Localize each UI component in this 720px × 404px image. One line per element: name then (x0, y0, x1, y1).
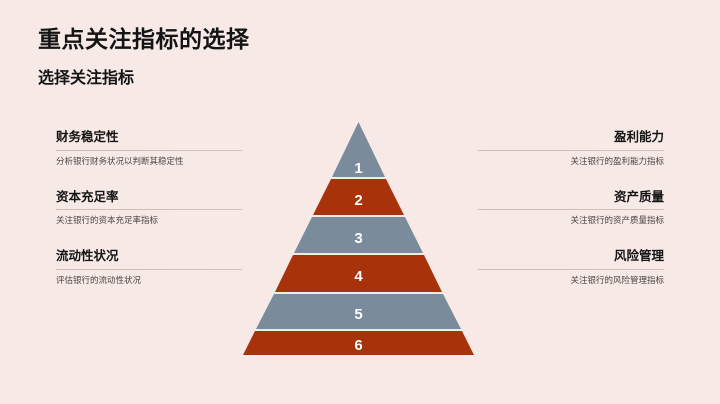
item-title: 资产质量 (613, 189, 664, 204)
list-item[interactable]: 资本充足率 关注银行的资本充足率指标 (56, 190, 242, 227)
page-subtitle: 选择关注指标 (38, 70, 135, 88)
item-description: 关注银行的盈利能力指标 (570, 155, 664, 166)
pyramid-level-3-number: 3 (354, 230, 362, 247)
left-label-column: 财务稳定性 分析银行财务状况以判断其稳定性 资本充足率 关注银行的资本充足率指标… (56, 130, 242, 286)
pyramid-level-2[interactable] (313, 179, 404, 215)
list-item[interactable]: 资产质量 关注银行的资产质量指标 (478, 190, 664, 227)
item-description: 关注银行的风险管理指标 (570, 274, 664, 285)
item-description: 评估银行的流动性状况 (56, 274, 142, 285)
list-item[interactable]: 盈利能力 关注银行的盈利能力指标 (478, 130, 664, 167)
divider (56, 209, 242, 211)
pyramid-level-5[interactable] (256, 294, 461, 329)
divider (478, 149, 664, 151)
divider (56, 268, 242, 270)
page-title: 重点关注指标的选择 (38, 26, 250, 52)
pyramid-svg: 1 2 3 4 5 6 (243, 122, 474, 355)
item-title: 财务稳定性 (56, 130, 119, 144)
list-item[interactable]: 流动性状况 评估银行的流动性状况 (56, 249, 242, 286)
pyramid-level-6[interactable] (243, 331, 474, 355)
pyramid-diagram: 1 2 3 4 5 6 (243, 122, 474, 356)
slide-header: 重点关注指标的选择 选择关注指标 (38, 26, 638, 89)
item-description: 关注银行的资产质量指标 (570, 215, 664, 226)
list-item[interactable]: 财务稳定性 分析银行财务状况以判断其稳定性 (56, 130, 242, 167)
divider (56, 149, 242, 151)
pyramid-level-1-number: 1 (354, 160, 362, 177)
pyramid-level-1[interactable] (332, 122, 385, 177)
pyramid-level-4[interactable] (275, 255, 442, 292)
item-description: 关注银行的资本充足率指标 (56, 215, 159, 226)
item-description: 分析银行财务状况以判断其稳定性 (56, 155, 184, 166)
pyramid-level-2-number: 2 (354, 192, 362, 209)
item-title: 风险管理 (613, 249, 664, 264)
item-title: 流动性状况 (56, 249, 119, 264)
item-title: 盈利能力 (613, 130, 664, 144)
pyramid-level-3[interactable] (294, 217, 423, 253)
pyramid-level-5-number: 5 (354, 306, 362, 323)
divider (478, 209, 664, 211)
pyramid-level-4-number: 4 (354, 268, 363, 285)
divider (478, 268, 664, 270)
right-label-column: 盈利能力 关注银行的盈利能力指标 资产质量 关注银行的资产质量指标 风险管理 关… (478, 130, 664, 286)
list-item[interactable]: 风险管理 关注银行的风险管理指标 (478, 249, 664, 286)
pyramid-level-6-number: 6 (354, 337, 362, 354)
item-title: 资本充足率 (56, 189, 119, 204)
